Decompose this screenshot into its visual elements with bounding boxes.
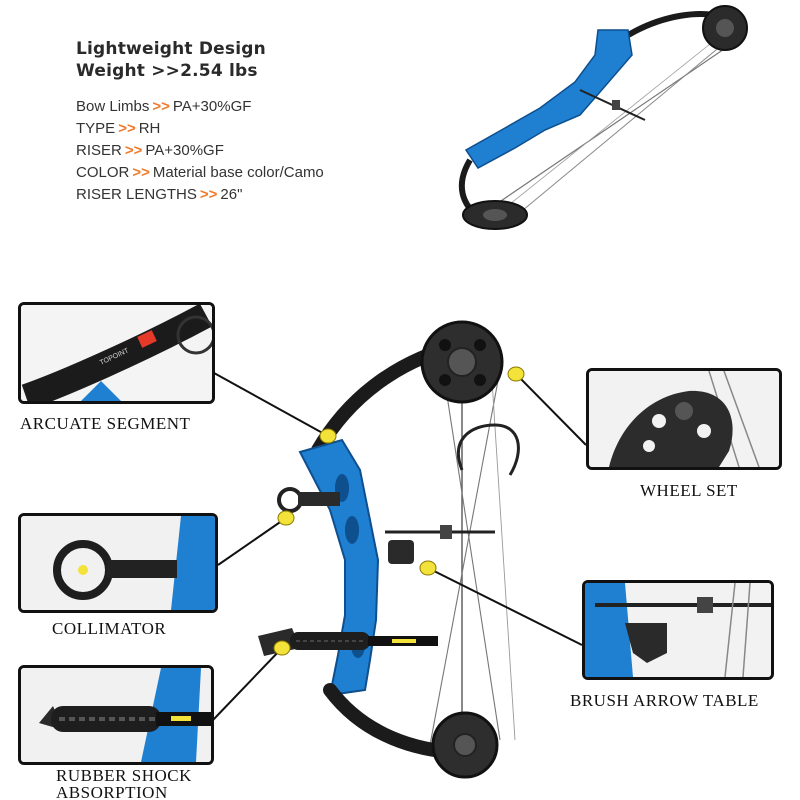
brush-rest [625, 623, 667, 663]
marker-brush [419, 560, 437, 576]
spec-key: RISER LENGTHS [76, 186, 197, 203]
main-bow-upper-cam-hole [439, 374, 451, 386]
collimator-pin [78, 565, 88, 575]
label-collimator: COLLIMATOR [52, 619, 167, 638]
main-bow-stabilizer-decal [392, 639, 416, 643]
collimator-mount [107, 560, 177, 578]
leader-arcuate [204, 367, 329, 437]
rubber-detail [21, 668, 211, 762]
main-bow-cable-slide [440, 525, 452, 539]
label-rubber-line2: ABSORPTION [56, 783, 168, 800]
main-bow-arrow-rest [388, 540, 414, 564]
main-bow-upper-cam-hole [439, 339, 451, 351]
main-bow-string-loop [456, 423, 520, 476]
spec-arrow: >> [124, 142, 143, 159]
collimator-detail [21, 516, 215, 610]
small-bow-string [489, 39, 716, 221]
label-rubber-line1: RUBBER SHOCK [56, 766, 192, 785]
label-wheel: WHEEL SET [640, 481, 738, 500]
main-bow-sight-bar [298, 492, 340, 506]
callout-markers [273, 366, 525, 656]
wheel-hole [643, 440, 655, 452]
leader-brush [427, 567, 583, 646]
main-bow-cable [429, 369, 501, 746]
wheel-hub [675, 402, 693, 420]
leader-wheel [515, 373, 587, 446]
arcuate-decal [137, 330, 157, 348]
spec-row-riser-length: RISER LENGTHS>>26" [76, 184, 324, 206]
main-bow-riser [298, 438, 380, 697]
headline-design: Lightweight Design [76, 39, 266, 59]
spec-row-color: COLOR>>Material base color/Camo [76, 162, 324, 184]
spec-value: PA+30%GF [172, 98, 252, 115]
small-bow-cable-slide [612, 100, 620, 110]
spec-arrow: >> [152, 98, 170, 115]
spec-block: Lightweight Design Weight >>2.54 lbs Bow… [76, 38, 324, 206]
main-bow-stabilizer [290, 632, 370, 650]
callout-rubber-image [18, 665, 214, 765]
rubber-dampener [51, 706, 161, 732]
spec-row-riser: RISER>>PA+30%GF [76, 140, 324, 162]
marker-wheel [507, 366, 525, 382]
callout-collimator-image [18, 513, 218, 613]
small-bow-upper-cam-hub [716, 19, 734, 37]
spec-value: Material base color/Camo [152, 164, 324, 181]
spec-value: PA+30%GF [145, 142, 224, 159]
spec-row-limbs: Bow Limbs>>PA+30%GF [76, 96, 324, 118]
leader-rubber [212, 647, 283, 721]
collimator-riser [171, 516, 215, 610]
callout-arcuate-image: TOPOINT [18, 302, 215, 404]
main-bow-sight-ring [277, 487, 303, 513]
brush-slide [697, 597, 713, 613]
spec-key: Bow Limbs [76, 98, 150, 115]
leader-collimator [217, 517, 287, 566]
wheel-hole [652, 414, 666, 428]
small-bow-lower-cam-hub [483, 209, 507, 221]
arcuate-riser-piece [81, 381, 121, 401]
spec-key: RISER [76, 142, 122, 159]
marker-collimator [277, 510, 295, 526]
main-bow-lower-cam-hub [453, 733, 477, 757]
spec-arrow: >> [132, 164, 150, 181]
small-bow-riser [464, 29, 633, 169]
small-bow-string [504, 29, 741, 226]
main-bow-cable [491, 379, 516, 741]
wheel-detail [589, 371, 779, 467]
wheel-hole [697, 424, 711, 438]
spec-value: RH [138, 120, 161, 137]
label-brush: BRUSH ARROW TABLE [570, 691, 759, 710]
arcuate-detail: TOPOINT [21, 305, 212, 401]
arcuate-limb [21, 305, 212, 401]
spec-value: 26" [220, 186, 243, 203]
small-bow-string [494, 44, 731, 206]
main-bow-upper-cam-hole [474, 374, 486, 386]
spec-row-type: TYPE>>RH [76, 118, 324, 140]
spec-arrow: >> [118, 120, 136, 137]
main-bow-upper-cam-hole [474, 339, 486, 351]
rubber-decal [171, 716, 191, 721]
brush-riser [585, 583, 633, 677]
spec-list: Bow Limbs>>PA+30%GF TYPE>>RH RISER>>PA+3… [76, 96, 324, 206]
main-bow [258, 320, 520, 779]
small-bow [458, 5, 748, 230]
spec-key: COLOR [76, 164, 130, 181]
main-bow-cable [439, 349, 501, 741]
marker-rubber [273, 640, 291, 656]
brush-detail [585, 583, 771, 677]
callout-brush-image [582, 580, 774, 680]
spec-key: TYPE [76, 120, 116, 137]
label-arcuate: ARCUATE SEGMENT [20, 414, 191, 433]
wheel-cam-body [609, 390, 733, 467]
main-bow-upper-cam-hub [447, 347, 477, 377]
marker-arcuate [319, 428, 337, 444]
spec-arrow: >> [199, 186, 218, 203]
callout-wheel-image [586, 368, 782, 470]
leader-lines [204, 367, 587, 721]
headline-weight: Weight >>2.54 lbs [76, 61, 258, 81]
main-bow-riser-cutout [345, 516, 359, 544]
